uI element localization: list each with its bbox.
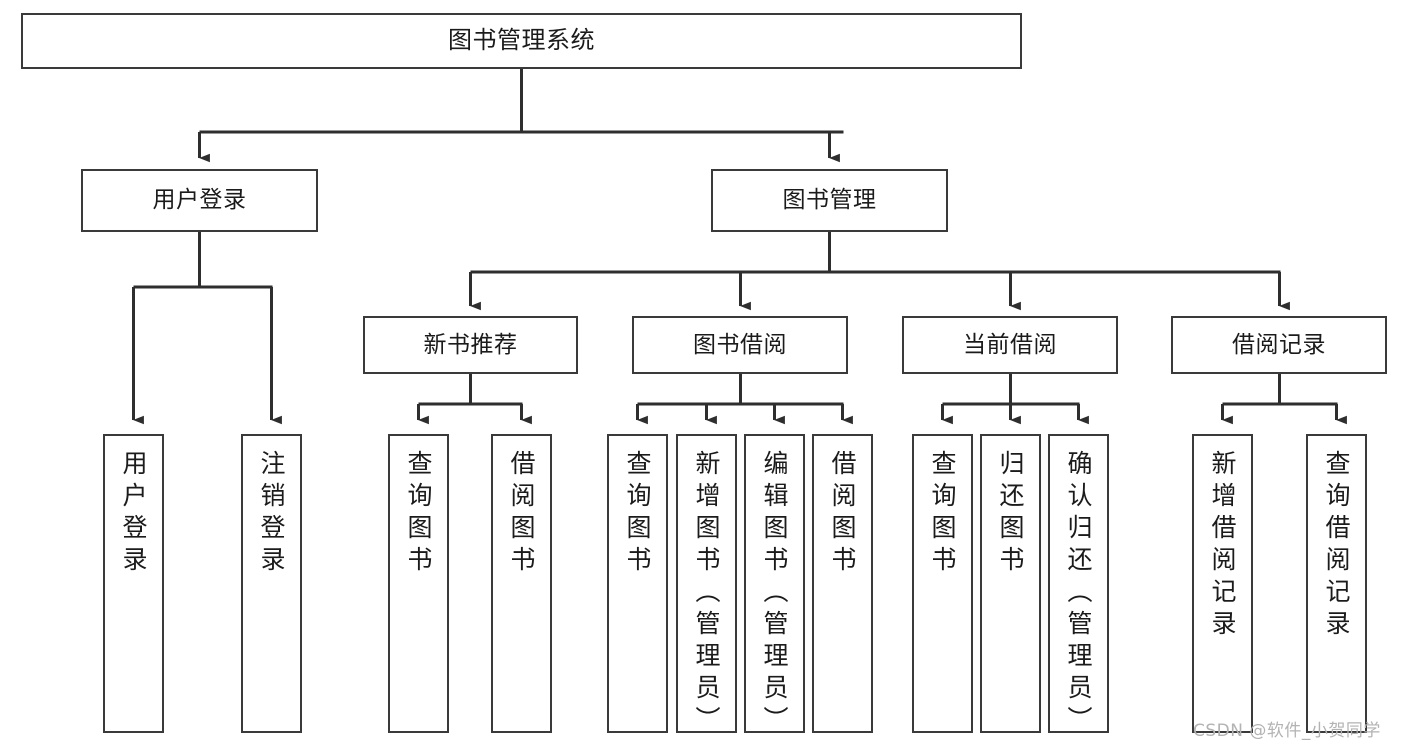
node-leaf-add-borrow-record[interactable]: 新增借阅记录 [1192,434,1253,733]
node-book-borrowing[interactable]: 图书借阅 [632,316,848,374]
node-leaf-logout[interactable]: 注销登录 [241,434,302,733]
node-label: 图书借阅 [693,331,787,358]
node-leaf-borrow-book[interactable]: 借阅图书 [812,434,873,733]
node-leaf-edit-book-admin[interactable]: 编辑图书（管理员） [744,434,805,738]
node-leaf-query-book-current[interactable]: 查询图书 [912,434,973,733]
node-book-management[interactable]: 图书管理 [711,169,948,232]
node-leaf-query-book-recommend[interactable]: 查询图书 [388,434,449,733]
node-label: 查询图书 [623,450,652,578]
node-leaf-borrow-book-recommend[interactable]: 借阅图书 [491,434,552,733]
node-leaf-user-login[interactable]: 用户登录 [103,434,164,733]
node-label: 新增图书（管理员） [692,450,721,738]
node-leaf-add-book-admin[interactable]: 新增图书（管理员） [676,434,737,738]
node-label: 确认归还（管理员） [1064,450,1093,738]
node-leaf-return-book[interactable]: 归还图书 [980,434,1041,733]
node-new-book-recommendation[interactable]: 新书推荐 [363,316,578,374]
node-label: 图书管理系统 [448,26,595,55]
node-label: 借阅图书 [828,450,857,578]
node-label: 新增借阅记录 [1208,450,1237,642]
node-label: 新书推荐 [423,331,518,358]
node-label: 归还图书 [996,450,1025,578]
node-label: 注销登录 [257,450,286,578]
node-label: 查询图书 [928,450,957,578]
node-label: 查询图书 [404,450,433,578]
node-label: 当前借阅 [963,331,1057,358]
csdn-watermark: CSDN @软件_小贺同学 [1193,721,1381,741]
node-leaf-query-borrow-record[interactable]: 查询借阅记录 [1306,434,1367,733]
node-root-book-management-system[interactable]: 图书管理系统 [21,13,1022,69]
node-label: 借阅图书 [507,450,536,578]
node-label: 编辑图书（管理员） [760,450,789,738]
node-user-login[interactable]: 用户登录 [81,169,318,232]
node-label: 用户登录 [152,187,247,214]
node-label: 图书管理 [782,187,877,214]
node-current-borrowing[interactable]: 当前借阅 [902,316,1118,374]
node-borrowing-records[interactable]: 借阅记录 [1171,316,1387,374]
node-label: 借阅记录 [1232,331,1326,358]
node-leaf-query-book-borrow[interactable]: 查询图书 [607,434,668,733]
node-label: 用户登录 [119,450,148,578]
node-leaf-confirm-return-admin[interactable]: 确认归还（管理员） [1048,434,1109,738]
node-label: 查询借阅记录 [1322,450,1351,642]
